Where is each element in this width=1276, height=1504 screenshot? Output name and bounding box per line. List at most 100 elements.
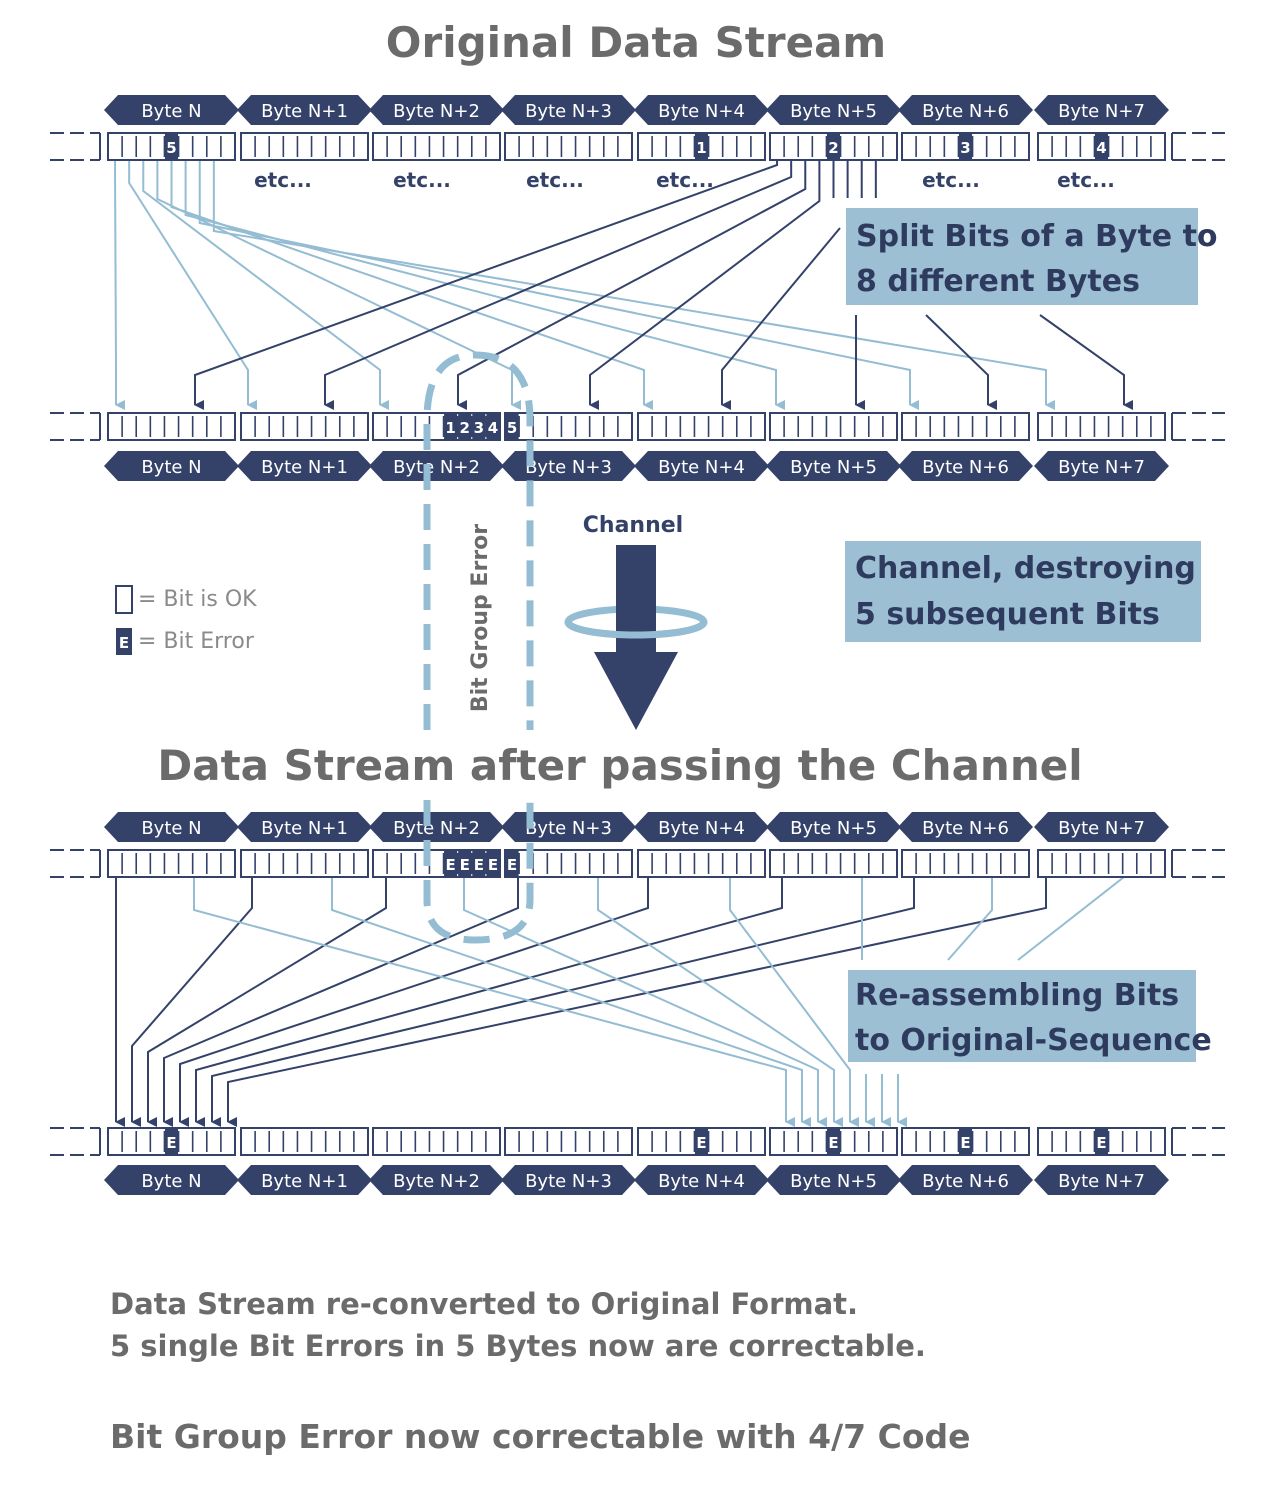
byte-tag-label: Byte N+3 — [525, 1171, 612, 1192]
byte-tag-label: Byte N+7 — [1058, 818, 1145, 839]
mapping-line — [457, 160, 807, 410]
byte-tag-label: Byte N+5 — [790, 101, 877, 122]
mapping-line — [170, 160, 653, 410]
marked-bit — [958, 1129, 973, 1154]
legend-ok-swatch — [115, 585, 133, 614]
byte-tag-label: Byte N+7 — [1058, 457, 1145, 478]
byte-tag-label: Byte N+6 — [922, 457, 1009, 478]
marked-bit-label: E — [696, 1134, 706, 1152]
bit-group-error-loop — [423, 351, 534, 944]
marked-bit — [164, 1129, 179, 1154]
mapping-line — [729, 877, 859, 1127]
byte-tag-label: Byte N+7 — [1058, 101, 1145, 122]
reassemble-box-line1: Re-assembling Bits — [855, 978, 1179, 1013]
byte-cells — [240, 132, 369, 161]
byte-tag-label: Byte N — [141, 101, 201, 122]
title-original: Original Data Stream — [386, 18, 886, 67]
byte-tag-label: Byte N+4 — [658, 1171, 745, 1192]
mapping-line — [147, 877, 387, 1127]
marked-bit — [826, 1129, 841, 1154]
mapping-line — [925, 314, 997, 410]
mapping-line — [597, 877, 843, 1127]
byte-tag: Byte N+3 — [501, 1165, 636, 1195]
mapping-line — [179, 877, 649, 1127]
channel-label: Channel — [583, 513, 683, 538]
stream-continuation — [50, 849, 1225, 878]
marked-bit-label: E — [1096, 1134, 1106, 1152]
stream-continuation — [50, 412, 1225, 441]
mapping-line — [212, 160, 1055, 410]
byte-cells — [637, 412, 766, 441]
byte-tag-label: Byte N — [141, 1171, 201, 1192]
byte-cells — [504, 849, 633, 878]
marked-bit — [164, 134, 179, 159]
marked-bit — [444, 414, 458, 439]
byte-tag-label: Byte N+3 — [525, 101, 612, 122]
marked-bit-label: E — [445, 856, 455, 874]
byte-tag: Byte N+4 — [634, 95, 769, 125]
marked-bit-label: 1 — [445, 419, 455, 437]
marked-bit — [472, 414, 486, 439]
byte-tag: Byte N+7 — [1034, 1165, 1169, 1195]
byte-cells — [240, 412, 369, 441]
marked-bit-label: E — [828, 1134, 838, 1152]
byte-cells — [1037, 849, 1166, 878]
byte-tag-label: Byte N+4 — [658, 457, 745, 478]
byte-tag-label: Byte N+2 — [393, 101, 480, 122]
marked-bit-label: E — [507, 856, 517, 874]
etc-label: etc... — [656, 168, 714, 192]
marked-bit-label: 5 — [166, 139, 176, 157]
mapping-line — [114, 160, 125, 410]
channel-box: Channel, destroying 5 subsequent Bits — [845, 541, 1201, 642]
byte-tag: Byte N+7 — [1034, 95, 1169, 125]
byte-cells — [637, 849, 766, 878]
mapping-line — [463, 877, 827, 1127]
byte-tag: Byte N+4 — [634, 812, 769, 842]
byte-tag-label: Byte N+1 — [261, 101, 348, 122]
mapping-line — [198, 160, 919, 410]
byte-tag-label: Byte N+7 — [1058, 1171, 1145, 1192]
byte-tag: Byte N+1 — [237, 1165, 372, 1195]
byte-tag: Byte N+6 — [898, 1165, 1033, 1195]
byte-tag: Byte N+3 — [501, 451, 636, 481]
byte-tag: Byte N+2 — [369, 451, 504, 481]
reassemble-box: Re-assembling Bits to Original-Sequence — [848, 970, 1212, 1062]
footer-line2: 5 single Bit Errors in 5 Bytes now are c… — [110, 1329, 926, 1363]
mapping-line — [193, 877, 795, 1127]
marked-bit — [505, 851, 519, 876]
marked-bit — [444, 851, 458, 876]
mapping-line — [324, 160, 793, 410]
marked-bit-label: 4 — [1096, 139, 1106, 157]
byte-cells — [107, 412, 236, 441]
etc-labels: etc...etc...etc...etc...etc...etc... — [254, 168, 1115, 192]
mapping-line — [156, 160, 521, 410]
marked-bit — [472, 851, 486, 876]
byte-tag-label: Byte N+2 — [393, 818, 480, 839]
channel-box-line1: Channel, destroying — [855, 551, 1196, 586]
split-box-line1: Split Bits of a Byte to — [856, 219, 1218, 254]
byte-tag-label: Byte N+1 — [261, 1171, 348, 1192]
mapping-line — [1017, 876, 1125, 961]
bit-group-error-label: Bit Group Error — [468, 524, 493, 712]
byte-cells — [372, 1127, 501, 1156]
byte-tag: Byte N+6 — [898, 812, 1033, 842]
byte-cells — [240, 1127, 369, 1156]
byte-cells — [769, 849, 898, 878]
byte-tag: Byte N — [104, 95, 239, 125]
marked-bit — [826, 134, 841, 159]
byte-tag: Byte N+3 — [501, 95, 636, 125]
legend-error-glyph: E — [119, 634, 129, 652]
mapping-line — [142, 160, 389, 410]
byte-tag: Byte N — [104, 812, 239, 842]
byte-tag: Byte N+2 — [369, 812, 504, 842]
byte-cells — [901, 412, 1030, 441]
channel-box-line2: 5 subsequent Bits — [855, 597, 1160, 632]
marked-bit-label: E — [460, 856, 470, 874]
byte-cells — [1037, 412, 1166, 441]
